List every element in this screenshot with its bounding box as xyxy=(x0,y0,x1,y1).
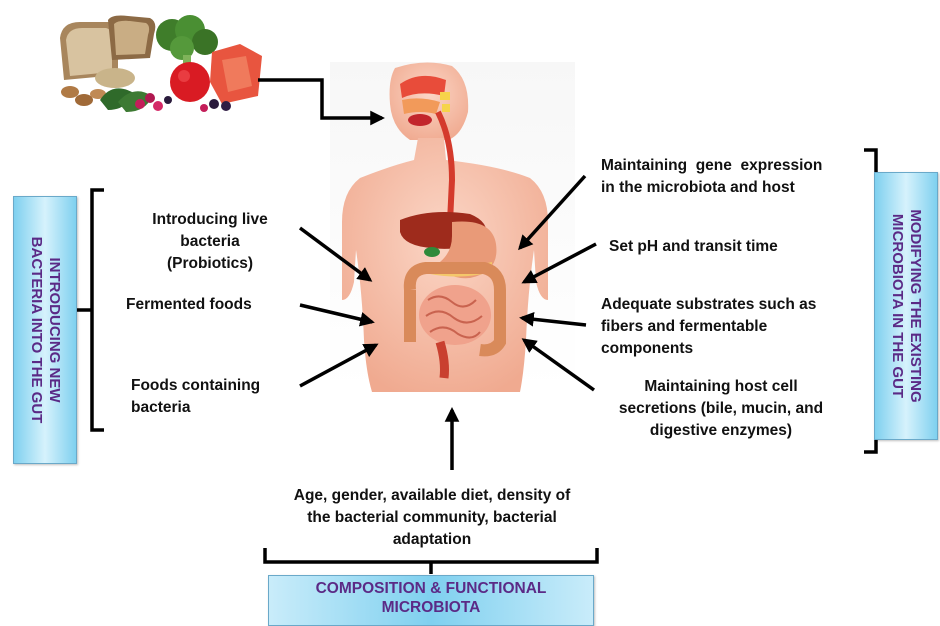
right-item-substrates: Adequate substrates such as fibers and f… xyxy=(601,294,816,360)
food-illustration xyxy=(58,15,268,113)
left-panel-label: INTRODUCING NEW BACTERIA INTO THE GUT xyxy=(13,196,77,464)
right-item-gene-expression: Maintaining gene expression in the micro… xyxy=(601,155,822,199)
left-item-probiotics: Introducing live bacteria (Probiotics) xyxy=(132,209,288,275)
right-panel-label-text: MODIFYING THE EXISTING MICROBIOTA IN THE… xyxy=(888,173,924,439)
bottom-panel-label: COMPOSITION & FUNCTIONAL MICROBIOTA xyxy=(268,575,594,626)
right-item-ph-transit: Set pH and transit time xyxy=(609,236,778,258)
right-panel-label: MODIFYING THE EXISTING MICROBIOTA IN THE… xyxy=(874,172,938,440)
left-panel-label-text: INTRODUCING NEW BACTERIA INTO THE GUT xyxy=(27,197,63,463)
bottom-factors-text: Age, gender, available diet, density of … xyxy=(262,485,602,551)
left-item-fermented-foods: Fermented foods xyxy=(126,294,252,316)
left-bracket xyxy=(76,190,104,430)
bottom-bracket xyxy=(265,548,597,574)
left-item-foods-containing-bacteria: Foods containing bacteria xyxy=(131,375,260,419)
right-item-host-secretions: Maintaining host cell secretions (bile, … xyxy=(598,376,844,442)
